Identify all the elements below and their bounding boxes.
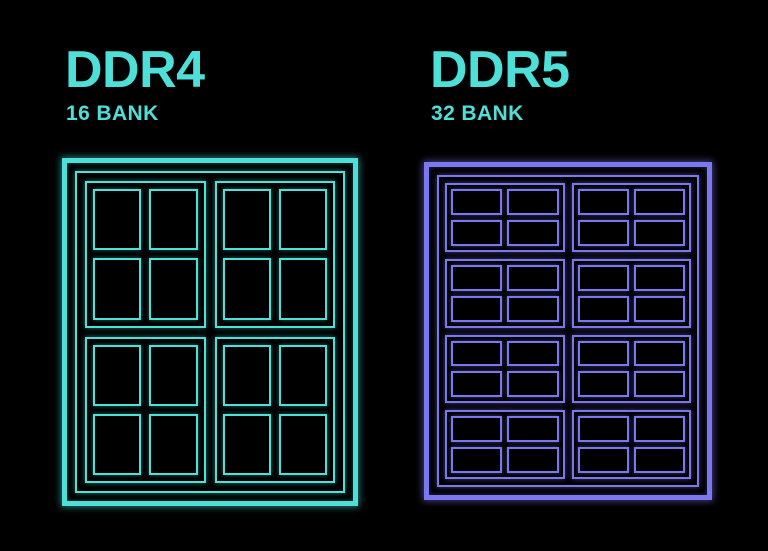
- bank-group: [85, 336, 206, 483]
- bank: [93, 344, 142, 406]
- bank: [149, 344, 198, 406]
- bank: [507, 447, 559, 473]
- bank: [451, 295, 503, 322]
- bank: [149, 258, 198, 320]
- bank: [451, 219, 503, 246]
- bank: [577, 416, 629, 443]
- bank: [577, 340, 629, 367]
- bank-group: [445, 410, 565, 479]
- panel-ddr5: DDR5 32 BANK: [400, 0, 768, 551]
- bank: [507, 295, 559, 322]
- bank: [577, 371, 629, 398]
- bank: [507, 371, 559, 398]
- ddr4-subtitle-bank-count: 16 BANK: [66, 102, 159, 125]
- bank: [93, 258, 142, 320]
- bank: [633, 340, 685, 367]
- bank: [633, 416, 685, 443]
- bank-group: [571, 183, 691, 252]
- bank: [222, 189, 271, 251]
- bank: [507, 219, 559, 246]
- bank-group: [571, 334, 691, 404]
- bank: [93, 413, 142, 475]
- bank: [633, 219, 685, 246]
- bank: [222, 344, 271, 406]
- bank: [507, 189, 559, 215]
- bank: [278, 258, 327, 320]
- bank: [633, 371, 685, 398]
- bank-group: [85, 181, 206, 328]
- bank: [451, 371, 503, 398]
- bank: [507, 416, 559, 443]
- bank-group: [571, 410, 691, 479]
- bank: [451, 189, 503, 215]
- bank: [278, 189, 327, 251]
- ddr4-bank-group-grid: [75, 171, 345, 493]
- bank: [577, 295, 629, 322]
- bank: [633, 295, 685, 322]
- bank-group: [214, 181, 335, 328]
- bank: [507, 340, 559, 367]
- bank-group: [445, 334, 565, 404]
- ddr5-title: DDR5: [430, 41, 570, 99]
- ddr5-bank-group-grid: [437, 175, 699, 487]
- ddr4-title: DDR4: [65, 41, 205, 99]
- bank: [278, 413, 327, 475]
- bank-group: [445, 258, 565, 328]
- bank: [222, 413, 271, 475]
- bank: [451, 340, 503, 367]
- bank: [577, 447, 629, 473]
- bank: [577, 264, 629, 291]
- bank: [149, 413, 198, 475]
- bank-group: [571, 258, 691, 328]
- panel-ddr4: DDR4 16 BANK: [62, 41, 358, 506]
- bank: [633, 189, 685, 215]
- bank-group: [214, 336, 335, 483]
- bank: [93, 189, 142, 251]
- bank: [507, 264, 559, 291]
- bank: [577, 219, 629, 246]
- bank: [451, 447, 503, 473]
- bank: [451, 264, 503, 291]
- bank-group: [445, 183, 565, 252]
- bank: [633, 264, 685, 291]
- bank: [149, 189, 198, 251]
- ddr5-memory-die-diagram: [424, 162, 712, 500]
- bank: [451, 416, 503, 443]
- bank: [577, 189, 629, 215]
- bank: [278, 344, 327, 406]
- bank: [633, 447, 685, 473]
- ddr5-subtitle-bank-count: 32 BANK: [431, 102, 524, 125]
- ddr4-memory-die-diagram: [62, 158, 358, 506]
- bank: [222, 258, 271, 320]
